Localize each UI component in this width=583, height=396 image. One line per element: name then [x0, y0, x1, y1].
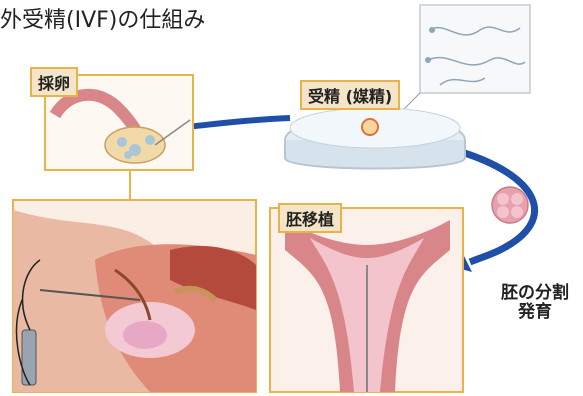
label-embryo-division: 胚の分割 発育	[490, 284, 580, 322]
embryo-cell-icon	[492, 187, 528, 223]
label-embryo-division-line2: 発育	[490, 303, 580, 322]
page-title: 外受精(IVF)の仕組み	[0, 2, 205, 34]
label-fertilization: 受精 (媒精)	[300, 80, 400, 110]
label-egg-retrieval: 採卵	[30, 67, 78, 97]
body-cross-section-panel	[13, 200, 256, 392]
label-embryo-transfer: 胚移植	[278, 203, 342, 233]
label-embryo-division-line1: 胚の分割	[490, 284, 580, 303]
embryo-transfer-panel	[270, 208, 463, 392]
